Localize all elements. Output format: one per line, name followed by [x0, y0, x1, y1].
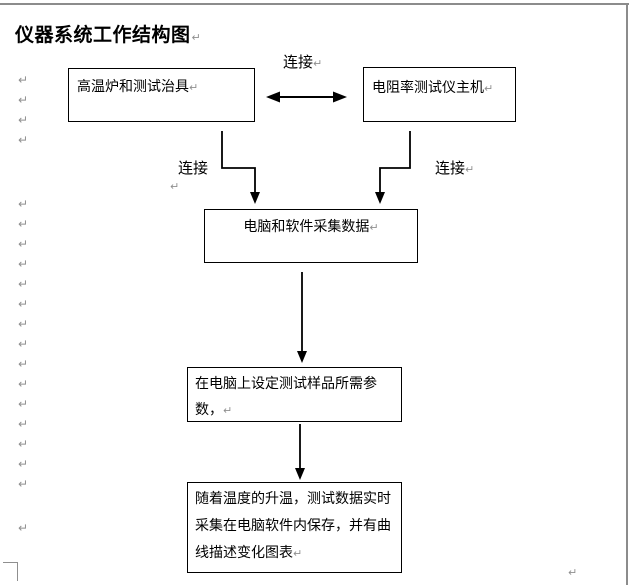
paragraph-mark: ↵: [18, 73, 29, 87]
paragraph-mark: ↵: [18, 417, 29, 431]
box-text: 采集在电脑软件内保存，并有曲: [195, 513, 401, 540]
box-text-line: 随着温度的升温，测试数据实时: [195, 491, 391, 507]
paragraph-mark: ↵: [293, 547, 303, 560]
flowchart-box-set-parameters[interactable]: 在电脑上设定测试样品所需参 数，↵: [187, 367, 402, 422]
connect-label-top-text: 连接: [283, 53, 314, 71]
paragraph-mark: ↵: [18, 521, 29, 535]
paragraph-mark: ↵: [191, 31, 201, 44]
paragraph-mark: ↵: [18, 357, 29, 371]
arrowhead-down: [375, 192, 385, 204]
arrowhead-down: [250, 192, 260, 204]
connect-label-right: 连接↵: [435, 157, 474, 178]
box-text: 线描述变化图表↵: [195, 540, 401, 567]
right-elbow-connector: [375, 131, 411, 204]
paragraph-mark: ↵: [568, 566, 578, 579]
paragraph-mark: ↵: [18, 437, 29, 451]
paragraph-mark: ↵: [18, 377, 29, 391]
box-text-line: 在电脑上设定测试样品所需参: [195, 376, 377, 392]
double-arrow-connector: [266, 91, 347, 103]
arrowhead-right: [333, 91, 347, 103]
page-title-text: 仪器系统工作结构图: [15, 24, 191, 46]
paragraph-mark: ↵: [18, 197, 29, 211]
paragraph-mark: ↵: [18, 477, 29, 491]
box-text: 电阻率测试仪主机↵: [372, 75, 515, 102]
connect-label-top: 连接↵: [283, 51, 322, 72]
paragraph-mark: ↵: [18, 237, 29, 251]
paragraph-mark: ↵: [189, 81, 199, 94]
box-text: 电脑和软件采集数据↵: [205, 214, 417, 241]
computer-to-params-arrow: [297, 272, 307, 363]
paragraph-mark: ↵: [18, 133, 29, 147]
connect-label-left: 连接: [178, 157, 208, 178]
box-text-line: 采集在电脑软件内保存，并有曲: [195, 518, 391, 534]
left-elbow-connector: [221, 131, 260, 204]
box-text-line: 线描述变化图表: [195, 545, 293, 561]
flowchart-box-computer-software[interactable]: 电脑和软件采集数据↵: [204, 209, 418, 263]
paragraph-mark: ↵: [223, 404, 233, 417]
paragraph-mark: ↵: [18, 257, 29, 271]
paragraph-mark: ↵: [18, 113, 29, 127]
paragraph-mark: ↵: [170, 180, 180, 193]
box-text: 数，↵: [195, 397, 401, 424]
flowchart-box-realtime-data[interactable]: 随着温度的升温，测试数据实时 采集在电脑软件内保存，并有曲 线描述变化图表↵: [187, 482, 402, 573]
paragraph-mark: ↵: [484, 82, 494, 95]
arrowhead-down: [297, 351, 307, 363]
box-text-line: 电阻率测试仪主机: [372, 80, 484, 96]
paragraph-mark: ↵: [18, 297, 29, 311]
page-right-edge: [626, 3, 628, 585]
flowchart-box-resistivity-tester[interactable]: 电阻率测试仪主机↵: [363, 67, 516, 122]
paragraph-mark: ↵: [18, 397, 29, 411]
paragraph-mark: ↵: [465, 163, 475, 176]
params-to-realtime-arrow: [295, 424, 305, 480]
page-title: 仪器系统工作结构图↵: [15, 20, 201, 47]
paragraph-mark: ↵: [18, 93, 29, 107]
flowchart-box-furnace[interactable]: 高温炉和测试治具↵: [68, 68, 255, 122]
paragraph-mark: ↵: [18, 317, 29, 331]
paragraph-mark: ↵: [369, 221, 379, 234]
paragraph-mark: ↵: [18, 277, 29, 291]
arrowhead-left: [266, 91, 280, 103]
paragraph-mark: ↵: [18, 457, 29, 471]
text-boundary-corner-mark: [3, 562, 18, 581]
box-text-line: 数，: [195, 402, 223, 418]
box-text-line: 电脑和软件采集数据: [243, 219, 370, 235]
box-text-line: 高温炉和测试治具: [77, 79, 189, 95]
page-top-edge: [0, 3, 629, 5]
box-text: 高温炉和测试治具↵: [77, 74, 254, 101]
paragraph-mark: ↵: [18, 217, 29, 231]
arrowhead-down: [295, 468, 305, 480]
box-text: 随着温度的升温，测试数据实时: [195, 486, 401, 513]
connect-label-left-text: 连接: [178, 159, 209, 177]
paragraph-mark: ↵: [313, 57, 323, 70]
paragraph-mark: ↵: [18, 337, 29, 351]
box-text: 在电脑上设定测试样品所需参: [195, 371, 401, 397]
connect-label-right-text: 连接: [435, 159, 466, 177]
